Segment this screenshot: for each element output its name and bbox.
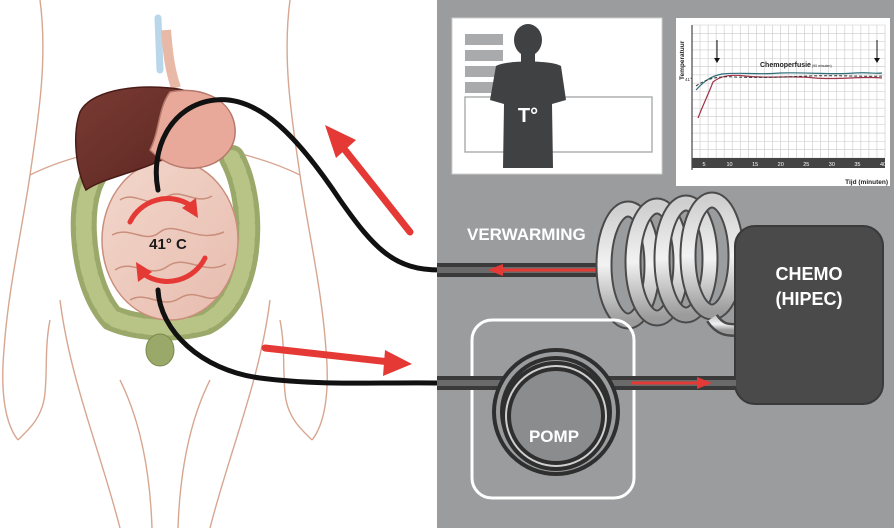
- chart-x-tick-label: 40: [880, 162, 886, 168]
- body-temp-label: T°: [518, 105, 538, 127]
- chart-x-tick-label: 20: [778, 162, 784, 168]
- chemo-label-line1: CHEMO: [776, 264, 843, 284]
- bladder: [146, 334, 174, 366]
- return-flow-arrow: [325, 125, 410, 232]
- chart-x-tick-label: 25: [803, 162, 809, 168]
- chart-x-tick-label: 15: [752, 162, 758, 168]
- chart-annotation-sub: (90 minuten): [812, 64, 832, 68]
- chart-x-tick-label: 35: [854, 162, 860, 168]
- heating-label: VERWARMING: [467, 225, 586, 244]
- chart-annotation: Chemoperfusie: [760, 62, 811, 69]
- chart-xlabel: Tijd (minuten): [845, 179, 888, 186]
- pump-label: POMP: [529, 427, 579, 446]
- chart-x-tick-label: 5: [702, 162, 705, 168]
- pump-roller: [498, 354, 614, 470]
- temperature-label: 41° C: [149, 236, 187, 253]
- chart-ylabel: Temperatuur: [679, 40, 686, 80]
- esophagus: [158, 18, 160, 70]
- supply-flow-arrow: [265, 348, 412, 376]
- chemo-reservoir: [735, 226, 883, 404]
- chart-x-tick-label: 30: [829, 162, 835, 168]
- chart-x-tick-label: 10: [727, 162, 733, 168]
- chemo-label-line2: (HIPEC): [776, 289, 843, 309]
- chart-y-marker: 41°: [685, 77, 692, 82]
